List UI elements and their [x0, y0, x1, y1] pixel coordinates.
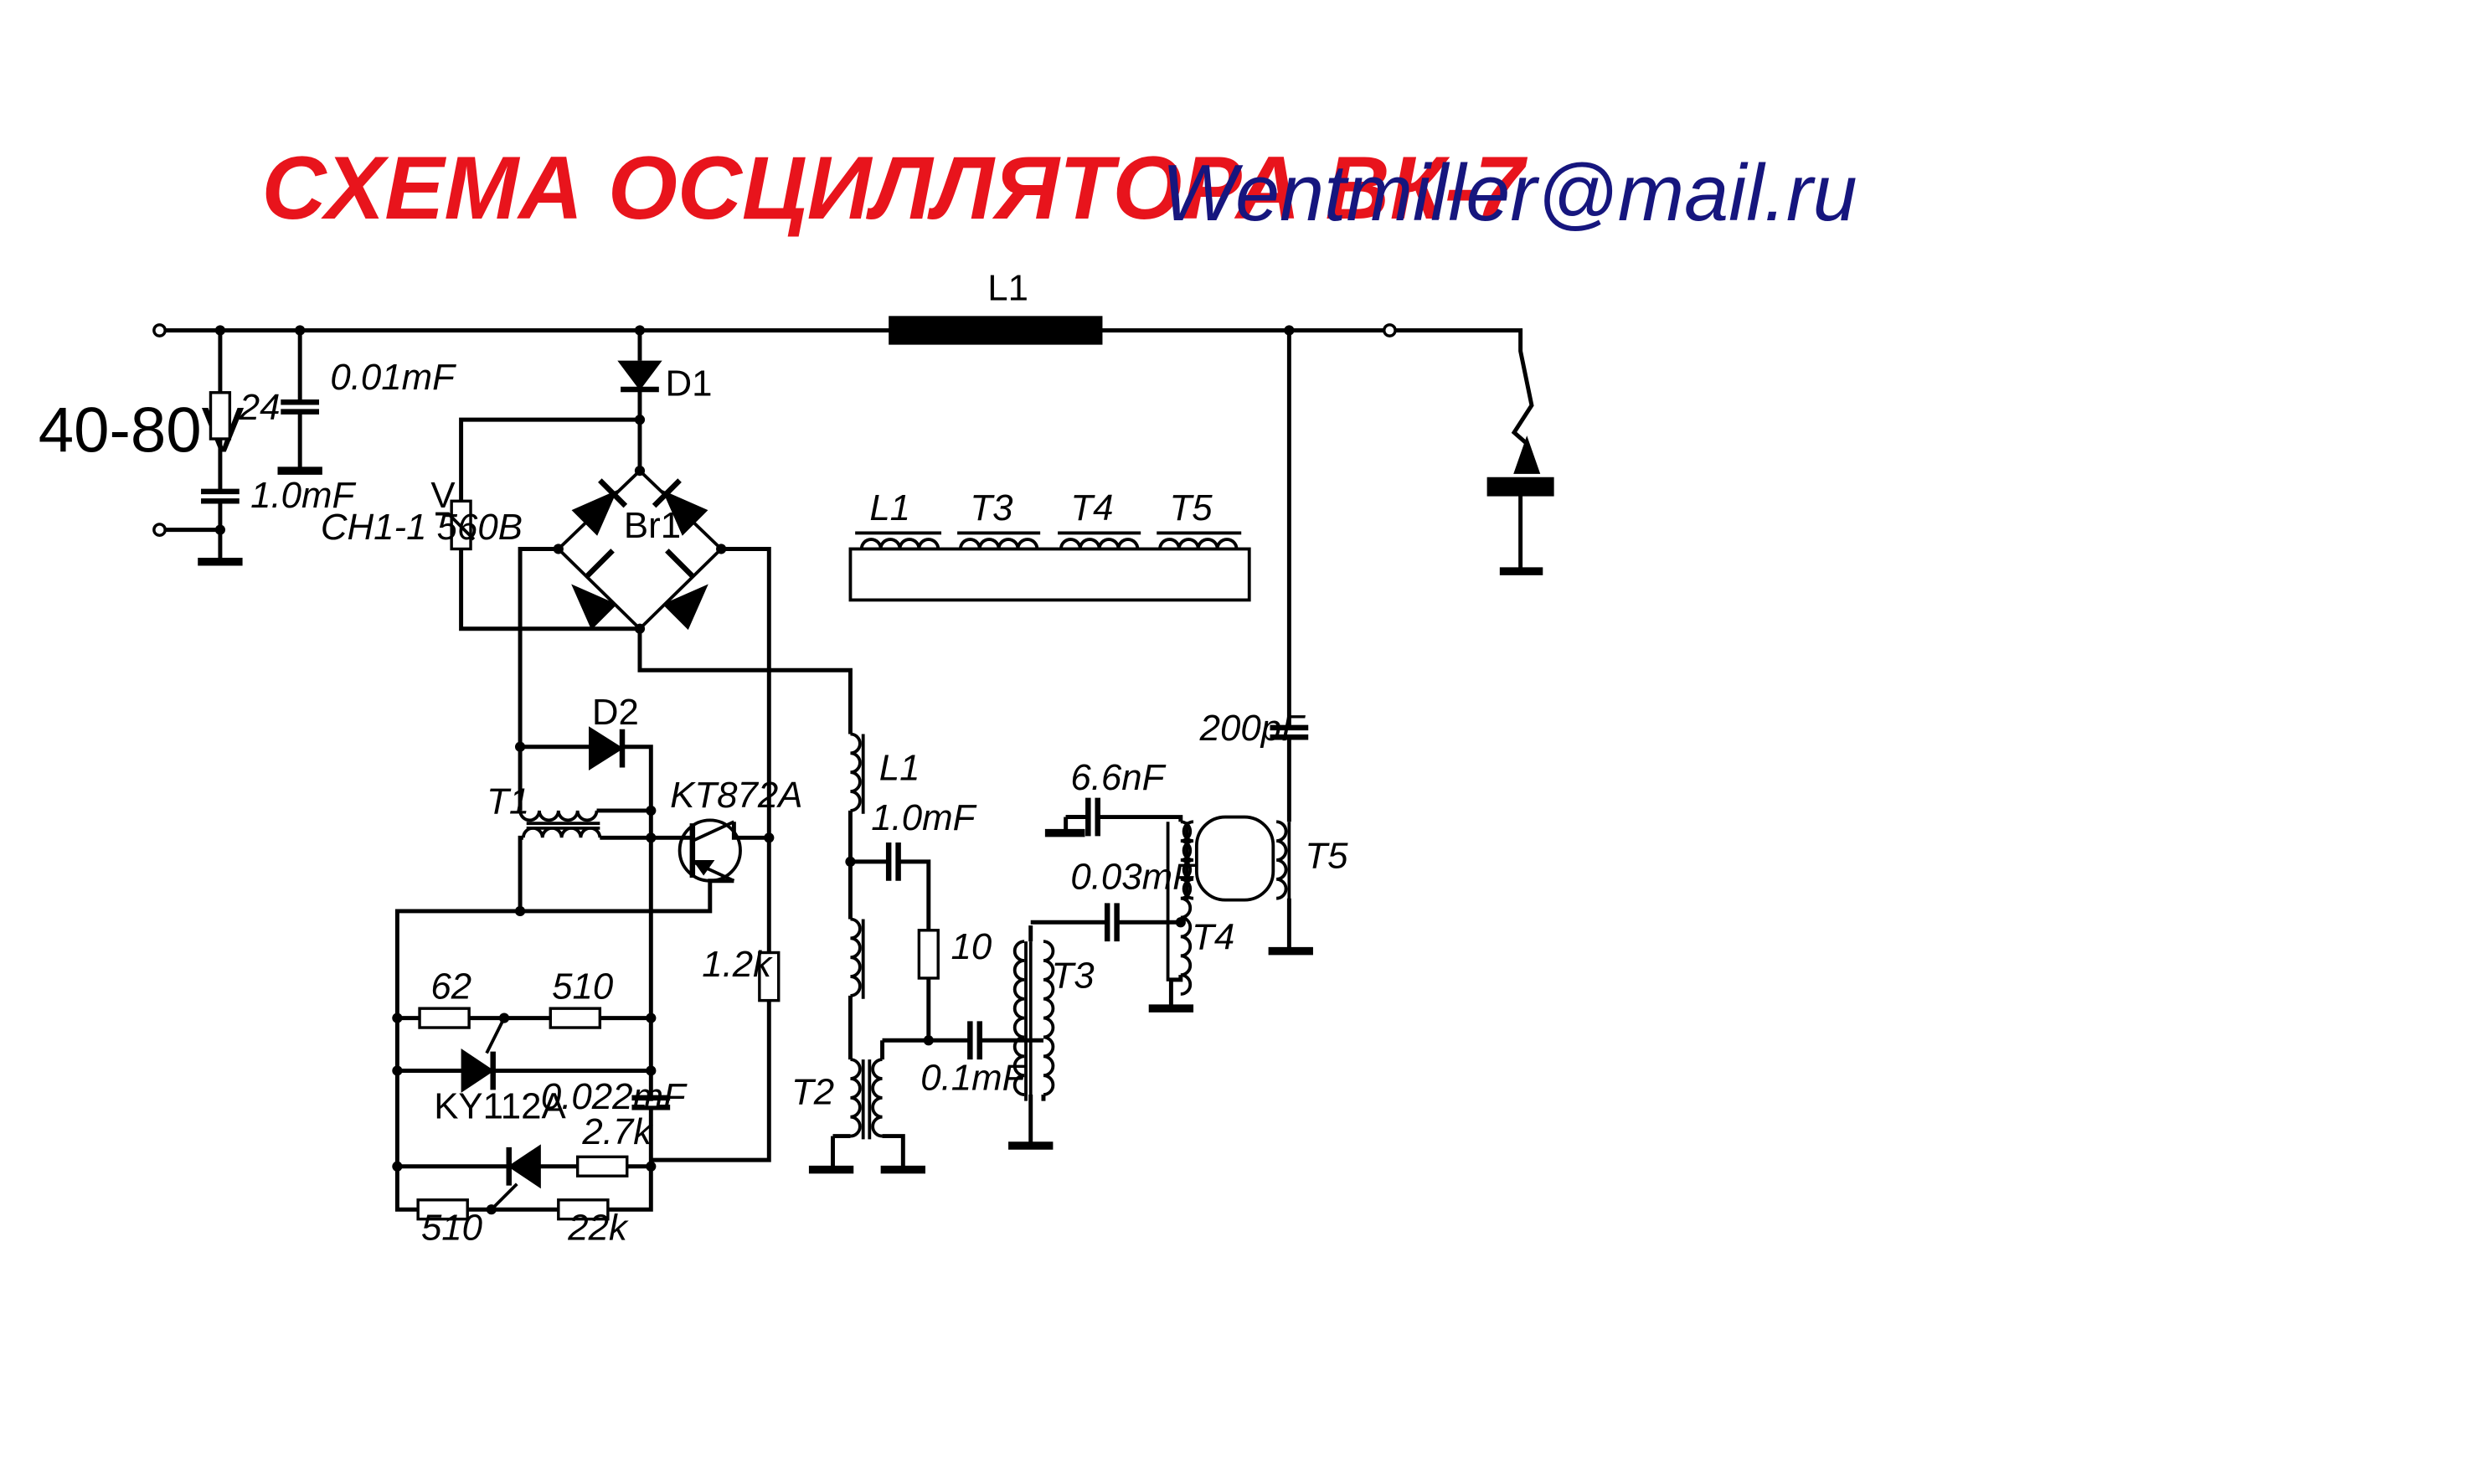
bridge-br1: Br1: [556, 468, 724, 631]
diode-d1: D1: [617, 330, 712, 471]
input-terminal-bottom: [152, 523, 167, 537]
r-2-7k-label: 2.7k: [581, 1111, 653, 1152]
input-rc-snubber: 24 1.0mF: [198, 330, 356, 566]
power-input: 40-80V: [39, 323, 1383, 537]
c-200p-label: 200pF: [1199, 708, 1306, 749]
l1-top-label: L1: [987, 267, 1028, 308]
c-1mf-mid-label: 1.0mF: [871, 797, 976, 838]
c-66n-label: 6.6nF: [1070, 757, 1166, 798]
author-email: Wentmiller@mail.ru: [1162, 149, 1857, 238]
capacitor-0-022mf: 0.022mF: [541, 1076, 688, 1117]
r-10-label: 10: [951, 926, 992, 967]
feed-rc: 1.0mF 10 0.1mF: [850, 797, 1043, 1098]
t4-mid-label: T4: [1192, 917, 1234, 958]
transformer-t5: 200pF T5: [1182, 330, 1348, 956]
ky112a-label: KY112A: [434, 1086, 566, 1127]
d1-label: D1: [665, 363, 712, 404]
t3-mid-label: T3: [1052, 955, 1095, 996]
r-22k-label: 22k: [567, 1207, 629, 1248]
input-terminal-top: [152, 323, 167, 338]
r24-label: 24: [239, 387, 281, 428]
bridge-wiring: [518, 546, 853, 953]
schematic-title: СХЕМА ОСЦИЛЛЯТОРА ВК-7: [261, 137, 1528, 238]
varistor-ch1-1: V CH1-1 560B: [321, 417, 640, 631]
coil-t5-label: T5: [1169, 487, 1213, 528]
kt872a-label: KT872A: [670, 775, 802, 816]
capacitor-0-01mf: 0.01mF: [277, 330, 456, 475]
transformer-t3: T3: [1008, 920, 1108, 1150]
c-0022-label: 0.022mF: [541, 1076, 688, 1117]
output-terminal: [1383, 323, 1397, 338]
r-510-bot-label: 510: [421, 1207, 482, 1248]
transformer-t1: T1: [487, 746, 652, 911]
resistor-1-2k: 1.2k: [651, 944, 781, 1162]
coil-t4-label: T4: [1070, 487, 1113, 528]
thyristor-lower: 2.7k: [397, 1111, 653, 1211]
transformer-t4: 6.6nF 0.03mF T4: [1044, 757, 1234, 1013]
coil-l1-t2: L1 T2: [791, 732, 925, 1174]
c-003-label: 0.03mF: [1070, 856, 1197, 897]
diode-d2: D2: [520, 692, 653, 1167]
l1-mid-label: L1: [879, 748, 920, 789]
c-01-label: 0.1mF: [920, 1057, 1026, 1098]
resistor-24: [209, 391, 232, 441]
thyristor-ky112a: KY112A: [397, 1017, 652, 1127]
d2-label: D2: [592, 692, 639, 733]
resistor-row-62-510: 62 510: [397, 966, 652, 1029]
t5-mid-label: T5: [1305, 836, 1348, 877]
coil-t3-label: T3: [970, 487, 1012, 528]
coil-l1-label: L1: [869, 487, 910, 528]
t1-label: T1: [487, 781, 529, 822]
t2-label: T2: [791, 1071, 834, 1112]
r-62-label: 62: [430, 966, 471, 1007]
r-510-top-label: 510: [552, 966, 613, 1007]
transistor-kt872a: KT872A: [394, 775, 802, 1167]
junction-dots: [214, 325, 1295, 1215]
resistor-row-510-22k: 510 22k: [394, 1166, 653, 1248]
r-1-2k-label: 1.2k: [702, 944, 773, 985]
spark-output: [1383, 323, 1554, 575]
c-1mf-top-label: 1.0mF: [250, 475, 356, 516]
varistor-v-label: V: [430, 475, 456, 516]
coil-former: L1 T3 T4 T5: [848, 487, 1251, 602]
c-001-label: 0.01mF: [330, 357, 456, 398]
varistor-label: CH1-1 560B: [321, 507, 523, 548]
br1-label: Br1: [624, 505, 681, 546]
choke-l1-top: L1: [889, 267, 1103, 345]
